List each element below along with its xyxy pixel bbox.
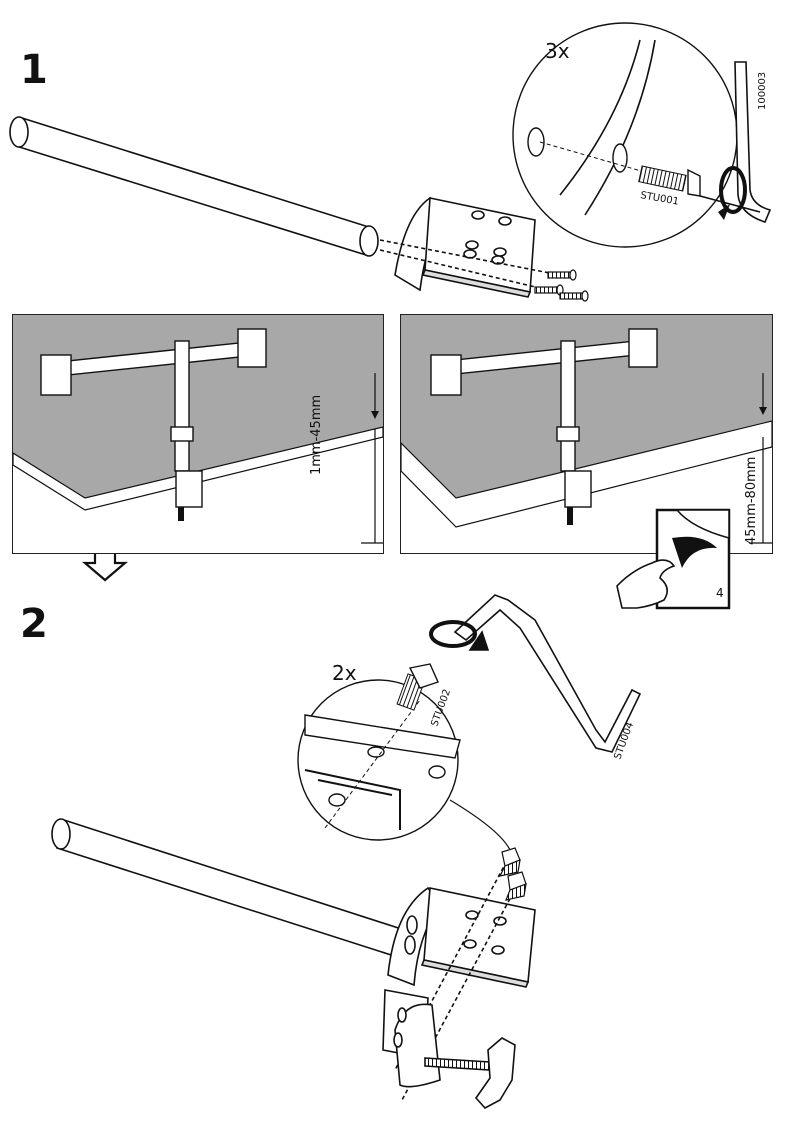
- quantity-label-step1: 3x: [545, 39, 570, 63]
- screws-step1: [534, 269, 589, 302]
- hex-key-step2: [429, 594, 642, 753]
- detail-circle-step2: [297, 663, 511, 851]
- thin-desk-illustration: [13, 315, 383, 544]
- clamp-panel-thin-desk: 1mm-45mm: [12, 314, 384, 554]
- pole-step2: [51, 818, 421, 964]
- step-2-number: 2: [20, 601, 48, 647]
- step-1-number: 1: [20, 47, 48, 93]
- part-code-100003: 100003: [757, 72, 768, 110]
- clamp-step2: [382, 989, 516, 1110]
- quantity-label-step2: 2x: [332, 661, 357, 685]
- thickness-label-thin: 1mm-45mm: [309, 394, 324, 475]
- thickness-label-thick: 45mm-80mm: [744, 456, 759, 545]
- screws-step2: [498, 847, 527, 901]
- bracket-step1: [379, 196, 561, 298]
- page-turn-reference: 4: [612, 508, 734, 612]
- clamp-panel-thick-desk: 45mm-80mm: [400, 314, 773, 554]
- page-reference-number: 4: [716, 586, 724, 600]
- page-turn-icon: [616, 508, 731, 610]
- pole-step1: [9, 116, 379, 257]
- detail-circle-step1: [512, 22, 772, 248]
- thick-desk-illustration: [401, 315, 772, 544]
- bracket-step2: [387, 854, 536, 1101]
